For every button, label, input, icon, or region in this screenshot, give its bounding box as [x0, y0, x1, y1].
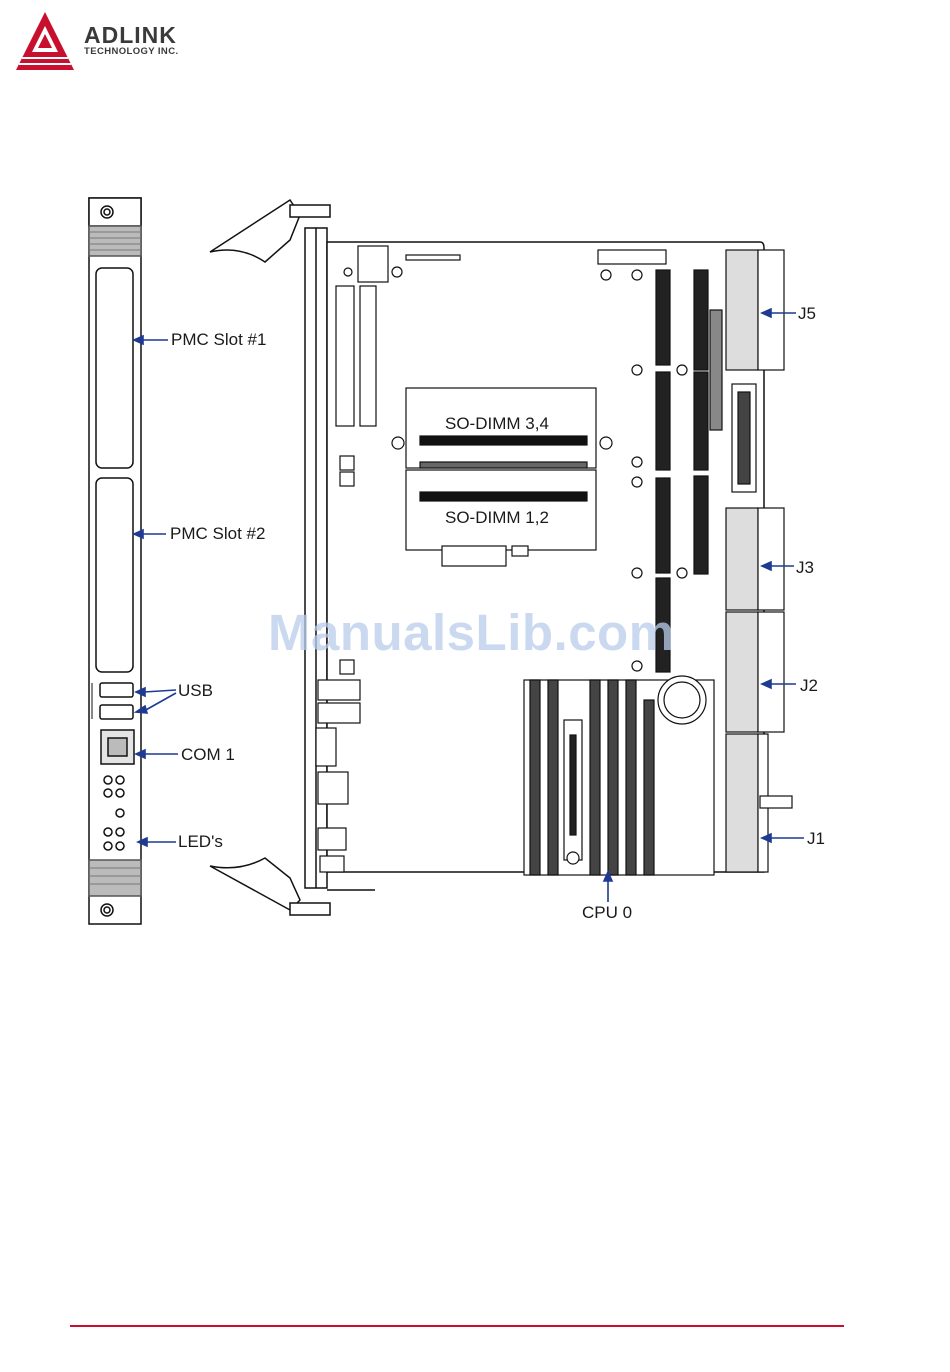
brand-name: ADLINK — [84, 22, 177, 49]
backplane-connectors — [726, 250, 792, 872]
front-panel — [89, 198, 141, 924]
sodimm-12-label: SO-DIMM 1,2 — [445, 508, 549, 528]
j1-label: J1 — [807, 829, 825, 849]
footer-divider — [70, 1325, 844, 1327]
usb-label: USB — [178, 681, 213, 701]
pmc-slot-1-label: PMC Slot #1 — [171, 330, 266, 350]
pmc-slot-2-label: PMC Slot #2 — [170, 524, 265, 544]
j5-label: J5 — [798, 304, 816, 324]
j3-label: J3 — [796, 558, 814, 578]
com1-label: COM 1 — [181, 745, 235, 765]
watermark: ManualsLib.com — [268, 603, 675, 662]
adlink-logo-icon — [16, 12, 74, 70]
j2-label: J2 — [800, 676, 818, 696]
sodimm-34-label: SO-DIMM 3,4 — [445, 414, 549, 434]
leds-label: LED's — [178, 832, 223, 852]
heatsink — [524, 676, 714, 875]
cpu0-label: CPU 0 — [582, 903, 632, 923]
brand-tagline: TECHNOLOGY INC. — [84, 46, 179, 57]
